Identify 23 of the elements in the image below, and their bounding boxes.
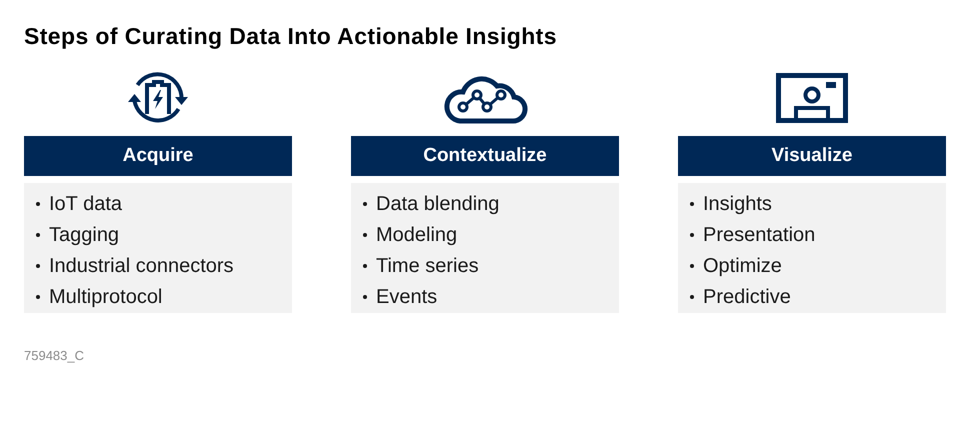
figure-id: 759483_C <box>24 348 84 364</box>
bullet-list-panel <box>24 183 292 313</box>
list-item: Industrial connectors <box>49 254 234 278</box>
bullet-list-panel <box>678 183 946 313</box>
list-item: Modeling <box>376 222 458 246</box>
list-item: Events <box>376 284 438 308</box>
step-header-bar <box>678 136 946 176</box>
list-item: Time series <box>376 254 479 278</box>
list-item: Optimize <box>703 254 782 278</box>
list-item: Predictive <box>703 284 791 308</box>
list-item: Data blending <box>376 192 500 216</box>
step-title: Visualize <box>772 144 852 168</box>
step-title: Acquire <box>122 144 194 168</box>
list-item: Presentation <box>703 222 816 246</box>
list-item: Multiprotocol <box>49 284 162 308</box>
list-item: Tagging <box>49 222 120 246</box>
step-header-bar <box>24 136 292 176</box>
list-item: IoT data <box>49 192 122 216</box>
bullet-list-panel <box>351 183 619 313</box>
step-title: Contextualize <box>423 144 547 168</box>
list-item: Insights <box>703 192 772 216</box>
diagram-title: Steps of Curating Data Into Actionable Insights <box>24 22 557 50</box>
step-header-bar <box>351 136 619 176</box>
